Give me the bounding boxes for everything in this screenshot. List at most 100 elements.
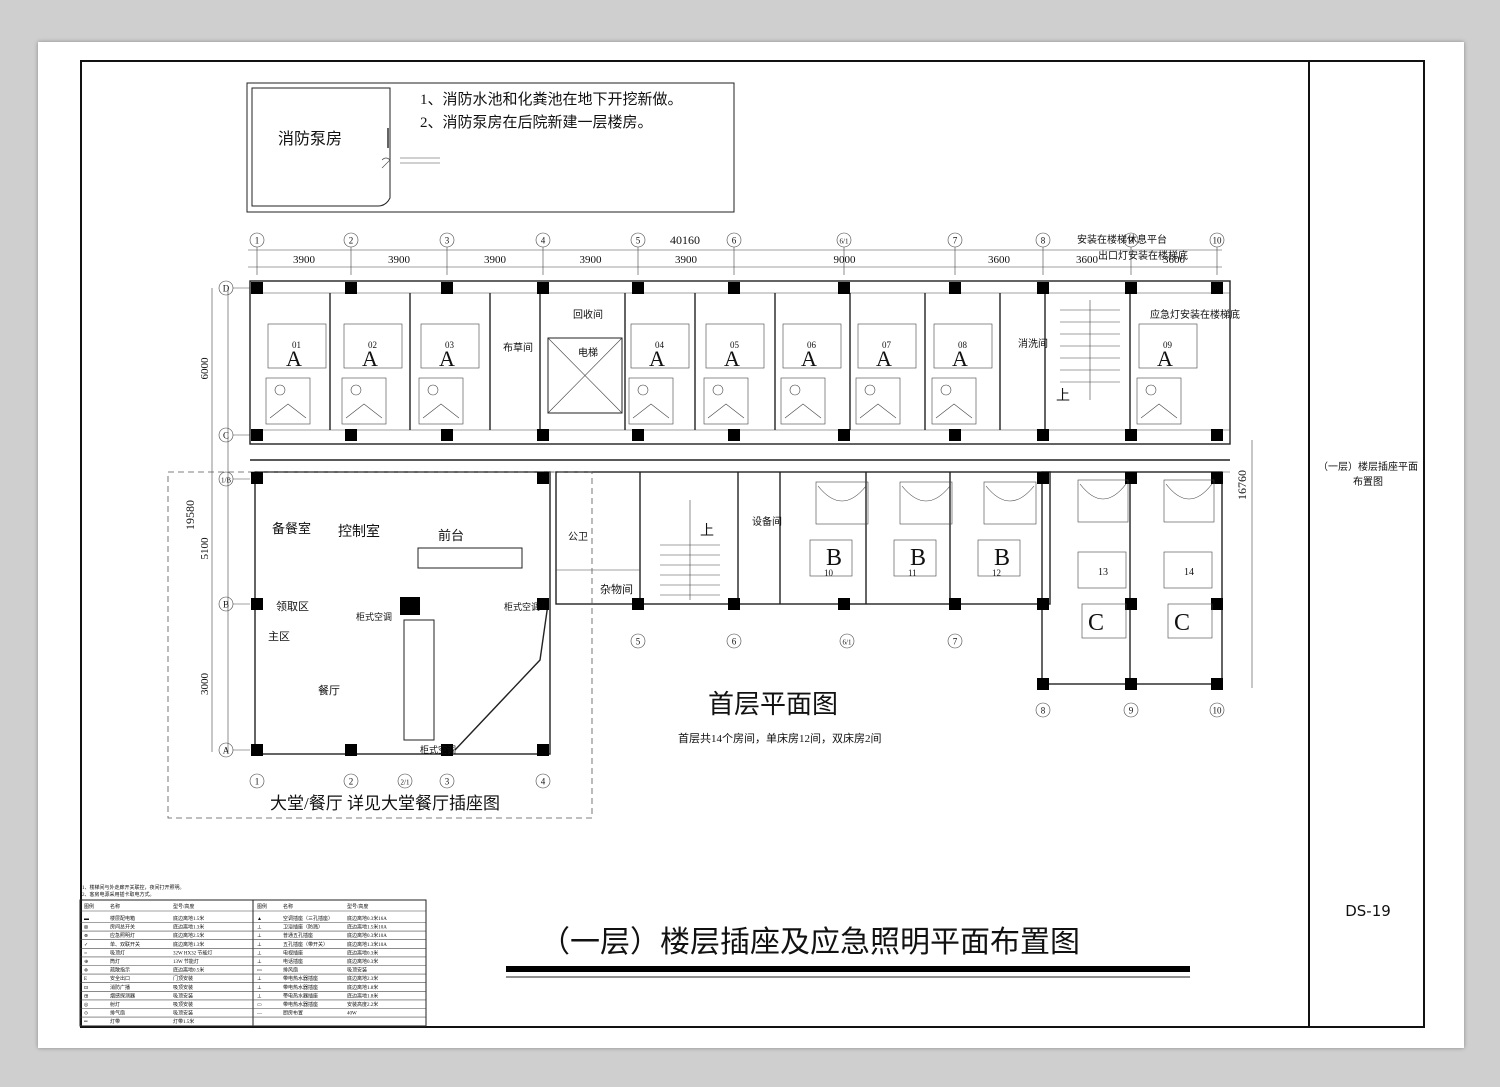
svg-text:—: — [256,1012,263,1017]
linen-room-label: 布草间 [503,341,533,354]
svg-text:40W: 40W [347,1012,357,1017]
span-dimension: 3900 [388,254,411,266]
legend-row: ▬楼层配电箱底边离地1.5米▲空调插座（三孔插座）底边离地0.3米16A [80,915,426,923]
column [1125,472,1137,484]
top-axis-1: 1 [249,232,265,248]
svg-text:⊡: ⊡ [84,986,88,991]
top-axis-6: 6 [726,232,742,248]
svg-text:5: 5 [636,637,641,647]
svg-text:图例: 图例 [257,903,267,910]
column [1037,429,1049,441]
room-number: 12 [992,568,1001,578]
svg-text:灯带1.5米: 灯带1.5米 [173,1018,194,1025]
guest-room-12: B12 [977,481,1037,578]
room-type: B [826,545,842,571]
toilet-label: 公卫 [568,532,588,543]
svg-text:空调插座（三孔插座）: 空调插座（三孔插座） [283,915,333,922]
span-dimension: 3900 [484,254,507,266]
room-type: C [1088,610,1104,636]
guest-room-05: 05A [703,323,765,425]
column [537,472,549,484]
column [1037,678,1049,690]
svg-text:烟感探测器: 烟感探测器 [110,992,135,999]
svg-text:普通五孔插座: 普通五孔插座 [283,932,313,939]
svg-text:⊥: ⊥ [257,925,262,931]
left-axis-1-B: 1/B [218,471,234,487]
room-number: 04 [655,340,665,350]
svg-text:13W 节能灯: 13W 节能灯 [173,958,199,965]
svg-text:B: B [223,600,229,610]
svg-text:6/1: 6/1 [840,238,849,246]
svg-text:D: D [223,284,230,294]
column [1211,678,1223,690]
right-total-dimension: 16760 [1235,470,1249,500]
svg-text:底边离地0.3米16A: 底边离地0.3米16A [347,915,387,922]
svg-text:9: 9 [1129,236,1134,246]
pump-note-1: 1、消防水池和化粪池在地下开挖新做。 [420,91,683,108]
span-dimension: 3900 [580,254,603,266]
column [632,282,644,294]
svg-text:带电热水器插座: 带电热水器插座 [283,992,318,999]
legend-row: ⊞烟感探测器吸顶安装⊥带电热水器插座底边离地1.8米 [80,992,426,1001]
room-number: 05 [730,340,740,350]
left-axis-C: C [218,427,234,443]
room-type: A [362,346,378,371]
bottom-axis-8: 8 [1035,702,1051,718]
ac-cabinet-label-2: 柜式空调 [504,601,540,612]
room-type: A [876,346,892,371]
legend-row: ⊡消防广播吸顶安装⊥带电热水器插座底边离地1.8米 [80,984,426,992]
svg-text:9: 9 [1129,706,1134,716]
restaurant-label: 餐厅 [318,683,340,697]
column [1037,598,1049,610]
svg-text:2/1: 2/1 [401,779,410,787]
svg-text:射灯: 射灯 [110,1001,120,1008]
svg-text:安全出口: 安全出口 [110,975,130,982]
svg-text:底边离地1.8米: 底边离地1.8米 [347,984,378,991]
svg-text:电话插座: 电话插座 [283,958,303,965]
bottom-axis-3: 3 [439,773,455,789]
column [345,282,357,294]
svg-text:10: 10 [1213,236,1223,246]
column [838,598,850,610]
left-axis-D: D [218,280,234,296]
svg-text:五孔插座（带开关）: 五孔插座（带开关） [283,941,328,948]
total-dimension: 40160 [670,233,700,247]
legend-note-1: 1、楼梯间与外走廊开关联控，夜间打开照明。 [82,884,185,891]
column [728,598,740,610]
svg-text:底边离地0.3米10A: 底边离地0.3米10A [347,932,387,939]
room-labels: 布草间 回收间 电梯 消洗间 上 上 设备间 杂物间 公卫 备餐室 控制室 前台… [268,233,1240,813]
svg-text:E: E [84,977,87,982]
column [632,598,644,610]
left-axis-B: B [218,596,234,612]
svg-text:⊥: ⊥ [257,959,262,965]
bottom-axis-6-1: 6/1 [839,633,855,649]
room-type: A [649,346,665,371]
svg-text:6/1: 6/1 [843,639,852,647]
bottom-axis-5: 5 [630,633,646,649]
legend-row: ⊠房间总开关底边离地1.3米⊥卫浴插座（防溅）底边离地1.5米10A [80,924,426,932]
svg-text:图例: 图例 [84,903,94,910]
span-dimension: 3600 [1076,254,1099,266]
svg-text:6: 6 [732,637,737,647]
svg-text:灯带: 灯带 [110,1018,120,1025]
bottom-axis-2: 2 [343,773,359,789]
svg-text:安装高度2.2米: 安装高度2.2米 [347,1001,378,1008]
room-type: A [286,346,302,371]
column [1037,472,1049,484]
left-total-dimension: 19580 [183,500,197,530]
svg-text:消防广播: 消防广播 [110,984,130,991]
svg-text:1: 1 [255,236,260,246]
room-number: 11 [908,568,917,578]
standby-meal-label: 备餐室 [272,521,311,536]
room-number: 08 [958,340,968,350]
svg-text:门顶安装: 门顶安装 [173,975,193,982]
svg-text:⊞: ⊞ [84,994,88,999]
exit-light-note: 出口灯安装在楼梯底 [1098,249,1188,262]
elevator-label: 电梯 [578,346,598,359]
top-axis-10: 10 [1209,232,1225,248]
